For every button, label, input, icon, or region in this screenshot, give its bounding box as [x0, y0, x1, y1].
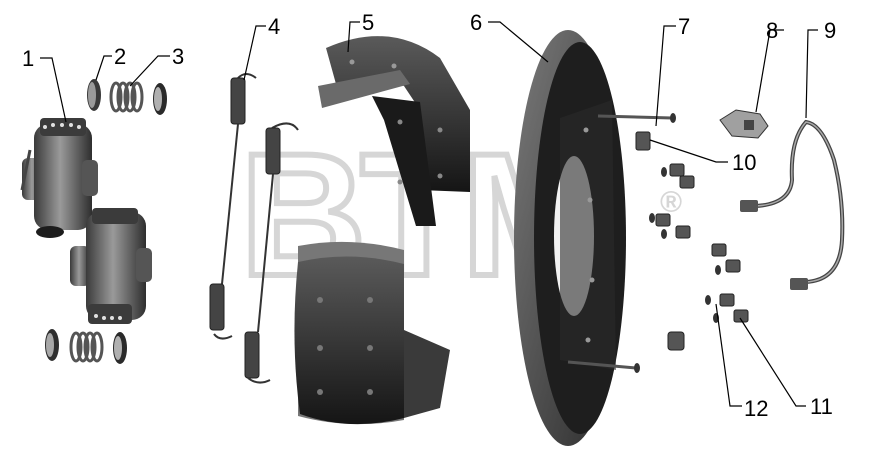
- callout-6: 6: [470, 10, 482, 35]
- brake-tube: [740, 119, 845, 290]
- wheel-cylinder-lower: [70, 208, 152, 324]
- callout-8: 8: [766, 18, 778, 43]
- callout-12: 12: [744, 396, 768, 421]
- bleeder-valve: [719, 109, 769, 139]
- callout-9: 9: [824, 18, 836, 43]
- anchor-pin-upper: [597, 113, 676, 123]
- backing-plate: [514, 30, 626, 446]
- spring-upper: [109, 81, 144, 113]
- washers: [649, 167, 721, 323]
- callout-4: 4: [268, 14, 280, 39]
- watermark-registered-mark: ®: [660, 186, 682, 219]
- piston-lower: [113, 332, 127, 364]
- callout-11: 11: [810, 394, 833, 419]
- brake-shoe-upper: [318, 36, 470, 226]
- wheel-cylinder-upper: [20, 118, 98, 238]
- callout-7: 7: [678, 14, 690, 39]
- callout-numbers: 1 2 3 4 5 6 7 8 9 10 11 12: [22, 10, 836, 421]
- piston-upper: [153, 83, 167, 115]
- anchor-pin-lower: [567, 360, 640, 373]
- spring-lower: [69, 331, 104, 363]
- callout-1: 1: [22, 46, 34, 71]
- bolts-cluster: [635, 131, 749, 351]
- return-spring-left: [209, 73, 257, 340]
- callout-2: 2: [114, 44, 126, 69]
- callout-10: 10: [732, 150, 756, 175]
- callout-5: 5: [362, 10, 374, 35]
- callout-3: 3: [172, 44, 184, 69]
- piston-cap-upper: [87, 79, 101, 111]
- leader-lines: [40, 21, 818, 407]
- brake-shoe-lower: [294, 241, 450, 425]
- return-spring-right: [244, 122, 299, 384]
- piston-cap-lower: [45, 329, 59, 361]
